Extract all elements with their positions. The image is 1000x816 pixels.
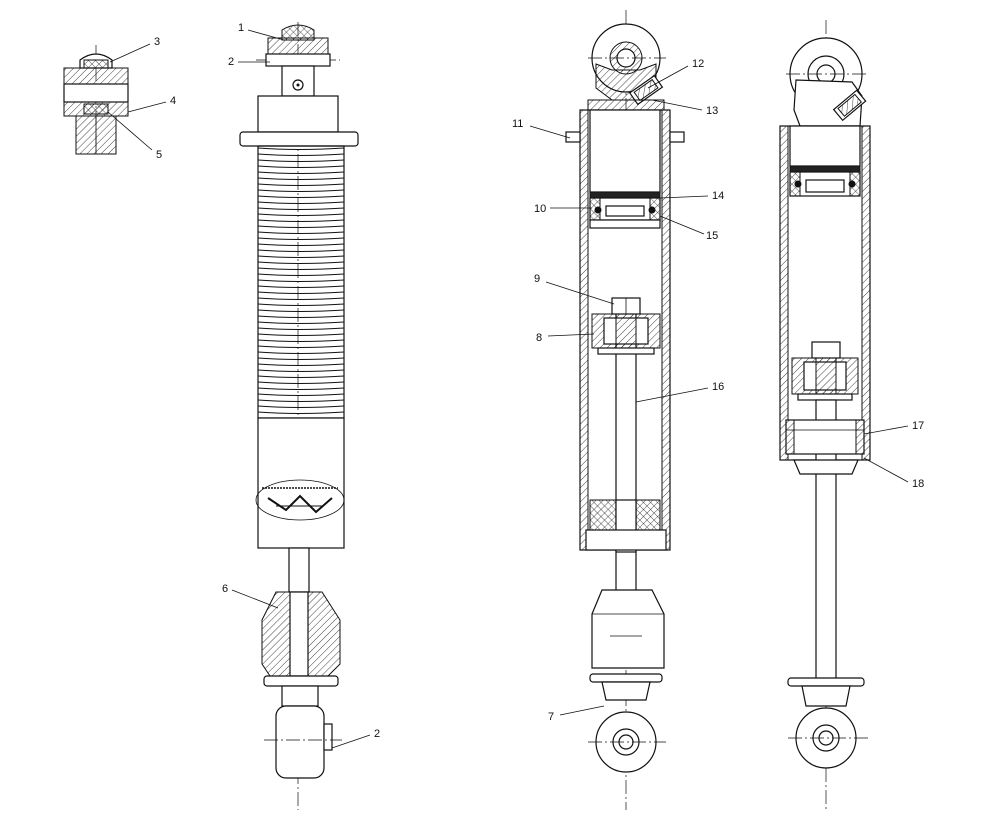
spring-coil <box>257 393 345 396</box>
spring-coil <box>257 165 345 168</box>
spring-coil <box>257 261 345 264</box>
callout-7: 7 <box>548 711 554 723</box>
callout-3: 3 <box>154 36 160 48</box>
spring-coil <box>257 315 345 318</box>
spring-coil <box>257 321 345 324</box>
callout-8: 8 <box>536 332 542 344</box>
spring-coil <box>257 297 345 300</box>
spring-coil <box>257 195 345 198</box>
spring-coil <box>257 291 345 294</box>
spring-coil <box>257 231 345 234</box>
callout-labels: 1 2 3 4 5 6 2 7 8 9 10 11 12 13 14 15 16… <box>154 22 924 740</box>
spring-coil <box>257 351 345 354</box>
spring-coil <box>257 219 345 222</box>
callout-12: 12 <box>692 58 704 70</box>
callout-6: 6 <box>222 583 228 595</box>
spring-coil <box>257 273 345 276</box>
spring-coil <box>257 375 345 378</box>
spring-coil <box>257 237 345 240</box>
spring-coil <box>257 189 345 192</box>
spring-coil <box>257 201 345 204</box>
shock-section-view <box>565 10 685 810</box>
spring-coil <box>257 147 345 150</box>
spring-coil <box>257 153 345 156</box>
spring-coil <box>257 285 345 288</box>
bushing-detail <box>63 45 129 155</box>
spring-coil <box>257 177 345 180</box>
spring-coil <box>257 267 345 270</box>
callout-18: 18 <box>912 478 924 490</box>
callout-9: 9 <box>534 273 540 285</box>
spring-coils <box>257 145 345 419</box>
logo-decal <box>255 479 345 521</box>
callout-16: 16 <box>712 381 724 393</box>
spring-coil <box>257 303 345 306</box>
spring-coil <box>257 333 345 336</box>
leader-lines <box>107 29 909 749</box>
spring-coil <box>257 357 345 360</box>
spring-coil <box>257 405 345 408</box>
callout-14: 14 <box>712 190 724 202</box>
spring-coil <box>257 207 345 210</box>
callout-4: 4 <box>170 95 176 107</box>
callout-11: 11 <box>512 118 523 130</box>
spring-coil <box>257 243 345 246</box>
spring-coil <box>257 399 345 402</box>
shock-exterior-view <box>239 22 359 810</box>
spring-coil <box>257 387 345 390</box>
spring-coil <box>257 159 345 162</box>
callout-13: 13 <box>706 105 718 117</box>
spring-coil <box>257 255 345 258</box>
spring-coil <box>257 345 345 348</box>
callout-2-top: 2 <box>228 56 234 68</box>
spring-coil <box>257 381 345 384</box>
spring-coil <box>257 369 345 372</box>
spring-coil <box>257 225 345 228</box>
spring-coil <box>257 213 345 216</box>
spring-coil <box>257 363 345 366</box>
spring-coil <box>257 279 345 282</box>
callout-5: 5 <box>156 149 162 161</box>
spring-coil <box>257 327 345 330</box>
spring-coil <box>257 411 345 414</box>
callout-1: 1 <box>238 22 244 34</box>
callout-15: 15 <box>706 230 718 242</box>
spring-coil <box>257 309 345 312</box>
shock-section-view-extended <box>779 20 871 810</box>
callout-2-bottom: 2 <box>374 728 380 740</box>
spring-coil <box>257 249 345 252</box>
callout-17: 17 <box>912 420 924 432</box>
spring-coil <box>257 183 345 186</box>
spring-coil <box>257 339 345 342</box>
spring-coil <box>257 171 345 174</box>
callout-10: 10 <box>534 203 546 215</box>
